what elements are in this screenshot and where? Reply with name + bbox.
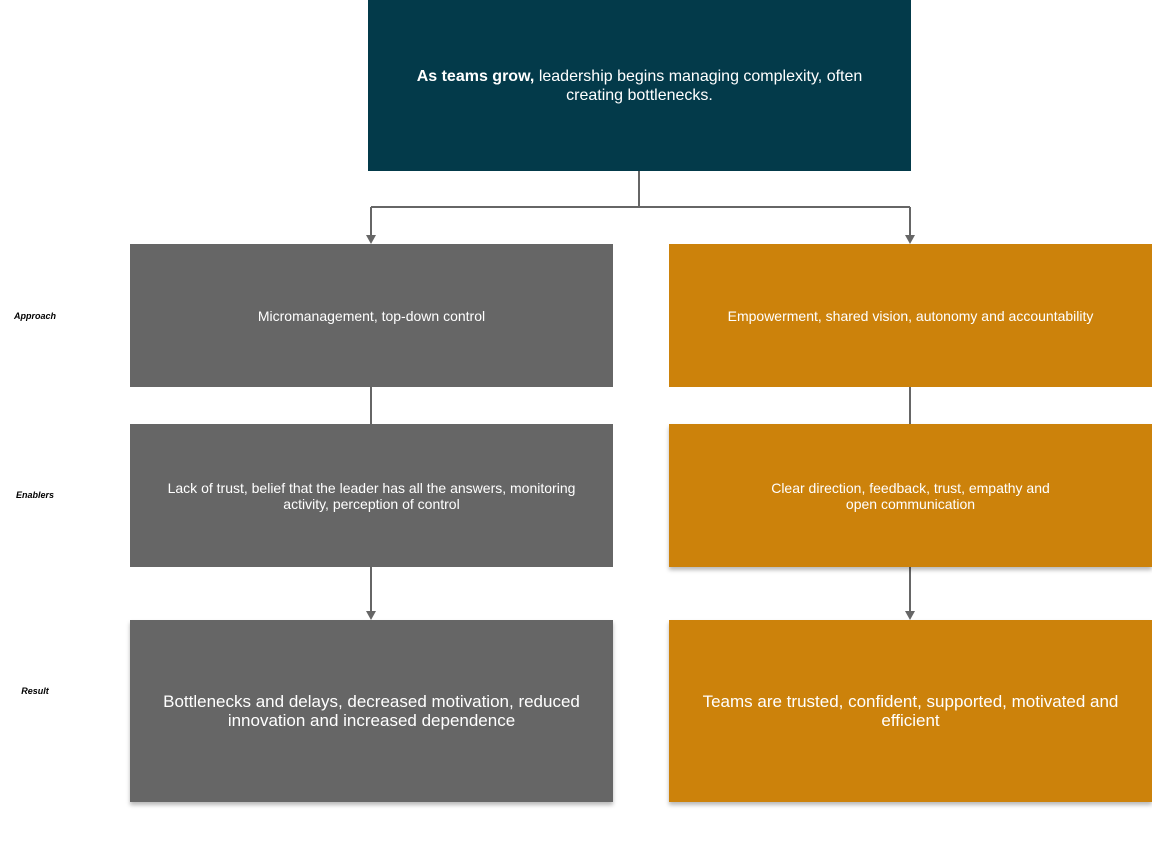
left-approach-box: Micromanagement, top-down control <box>130 244 613 387</box>
left-result-text: Bottlenecks and delays, decreased motiva… <box>163 692 580 730</box>
arrow-head-left-approach <box>366 235 376 244</box>
row-label-approach: Approach <box>13 311 56 321</box>
right-approach-text: Empowerment, shared vision, autonomy and… <box>727 307 1094 324</box>
header-body-text: leadership begins managing complexity, o… <box>534 67 863 104</box>
right-enablers-text: Clear direction, feedback, trust, empath… <box>771 479 1050 512</box>
header-box: As teams grow, leadership begins managin… <box>368 0 911 171</box>
row-label-enablers: Enablers <box>15 490 55 500</box>
right-enablers-box: Clear direction, feedback, trust, empath… <box>669 424 1152 567</box>
left-enablers-box: Lack of trust, belief that the leader ha… <box>130 424 613 567</box>
left-result-box: Bottlenecks and delays, decreased motiva… <box>130 620 613 802</box>
left-approach-text: Micromanagement, top-down control <box>257 307 486 324</box>
right-result-text: Teams are trusted, confident, supported,… <box>702 692 1119 730</box>
header-text: As teams grow, leadership begins managin… <box>398 67 881 105</box>
row-label-result: Result <box>21 686 49 696</box>
arrow-head-left-result <box>366 611 376 620</box>
header-bold-text: As teams grow, <box>416 67 535 85</box>
left-enablers-text: Lack of trust, belief that the leader ha… <box>167 479 576 512</box>
arrow-head-right-approach <box>905 235 915 244</box>
right-approach-box: Empowerment, shared vision, autonomy and… <box>669 244 1152 387</box>
right-result-box: Teams are trusted, confident, supported,… <box>669 620 1152 802</box>
arrow-head-right-result <box>905 611 915 620</box>
